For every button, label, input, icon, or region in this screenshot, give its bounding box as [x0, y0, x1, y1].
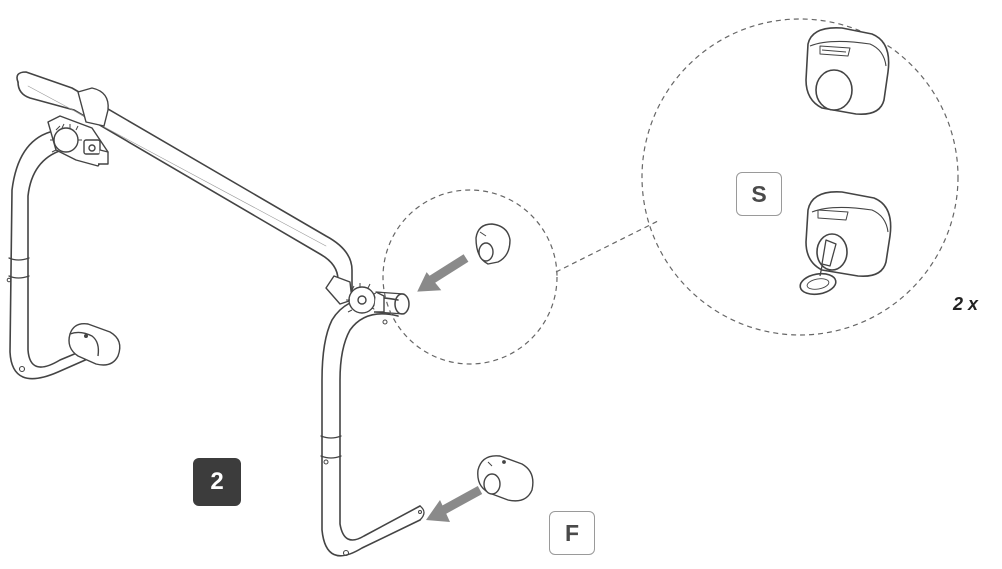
end-cap-icon: [475, 223, 511, 265]
variant-s-badge: S: [736, 172, 782, 216]
variant-f-badge: F: [549, 511, 595, 555]
foot-cap-icon: [68, 323, 121, 366]
ratchet-hinge-icon: [47, 87, 109, 167]
insert-arrow-icon: [417, 254, 469, 292]
ratchet-hinge-icon: [325, 275, 385, 314]
insert-arrow-icon: [426, 486, 483, 522]
end-cap-icon: [805, 27, 890, 116]
callout-circle-icon: [382, 18, 959, 365]
quantity-label: 2 x: [953, 294, 979, 314]
key-cap-icon: [799, 191, 892, 296]
end-cap-icon: [477, 455, 534, 502]
step-number-badge: 2: [193, 458, 241, 506]
